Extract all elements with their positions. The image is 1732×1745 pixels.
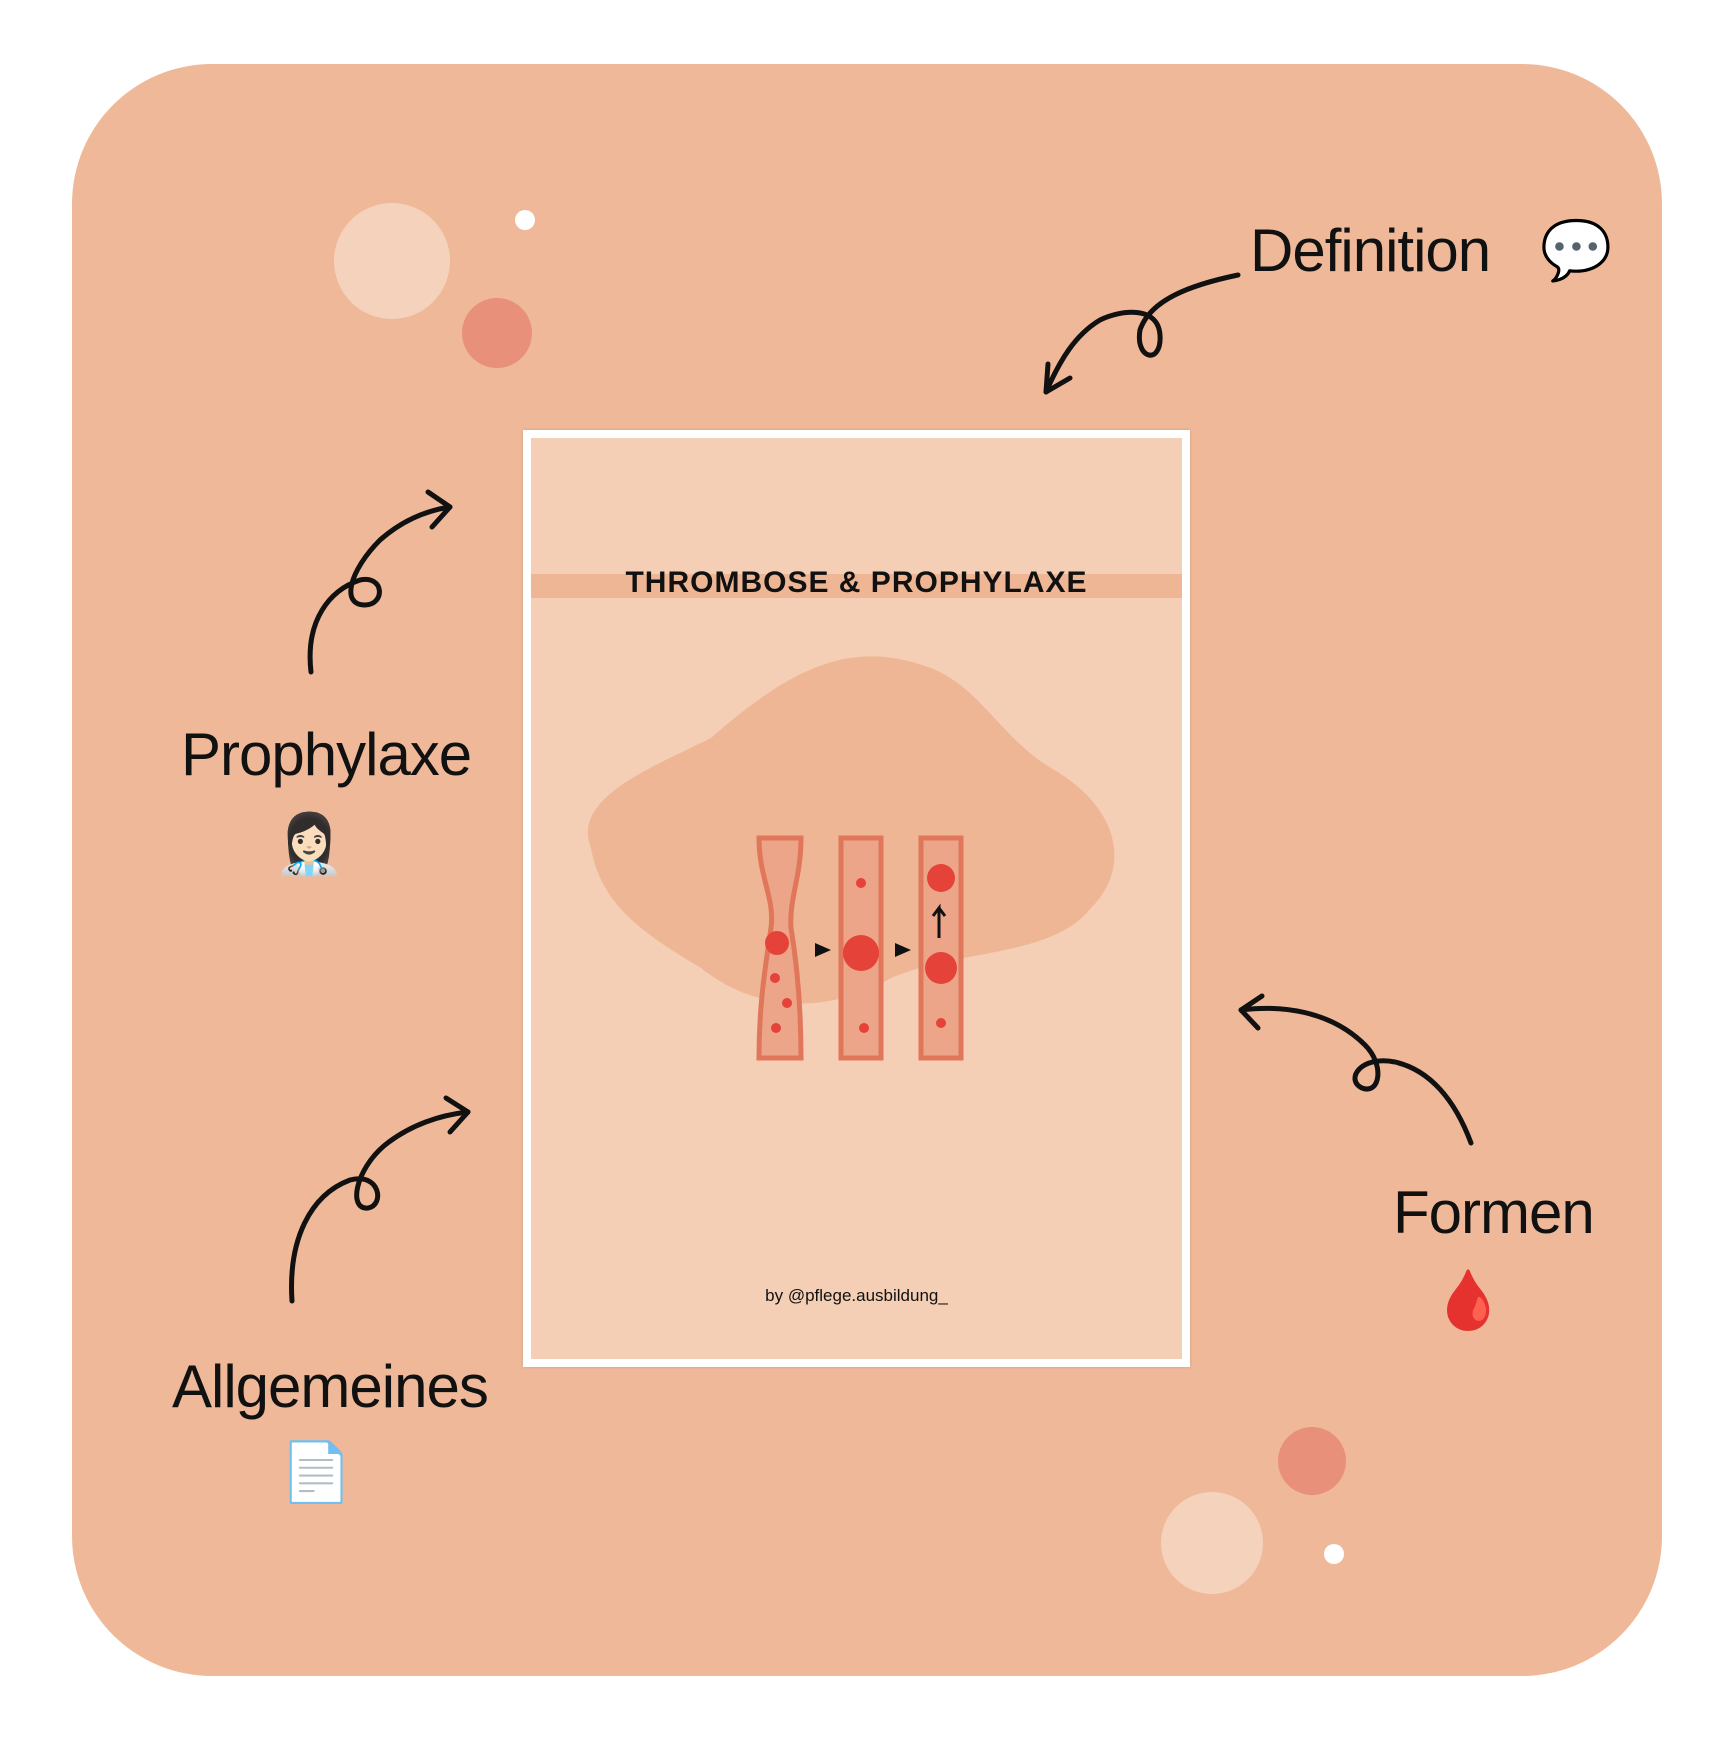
clot xyxy=(927,864,955,892)
title-band xyxy=(531,574,1182,598)
blood-cell xyxy=(770,973,780,983)
health-worker-icon: 👩🏻‍⚕️ xyxy=(273,812,346,877)
arrow-formen-head xyxy=(1238,993,1265,1031)
label-definition: Definition xyxy=(1250,217,1491,284)
arrow-allgemeines-head xyxy=(443,1095,471,1135)
arrow-allgemeines xyxy=(289,1109,471,1304)
decor-circle-salmon xyxy=(1278,1427,1346,1495)
byline: by @pflege.ausbildung_ xyxy=(765,1286,948,1305)
blob xyxy=(587,656,1115,1004)
blood-cell xyxy=(859,1023,869,1033)
decor-circle-salmon xyxy=(462,298,532,368)
arrow-prophylaxe xyxy=(307,504,453,675)
flow-arrow-icon xyxy=(815,943,831,957)
label-formen: Formen xyxy=(1393,1179,1595,1246)
thrombosis-illustration xyxy=(587,656,1115,1061)
document-icon: 📄 xyxy=(280,1440,353,1505)
cover-card: THROMBOSE & PROPHYLAXE by @pflege.ausbil… xyxy=(523,430,1190,1367)
decor-circle-light xyxy=(1161,1492,1263,1594)
label-allgemeines: Allgemeines xyxy=(172,1353,489,1420)
label-prophylaxe: Prophylaxe xyxy=(181,721,472,788)
blood-cell xyxy=(936,1018,946,1028)
decor-circle-light xyxy=(334,203,450,319)
arrow-prophylaxe-head xyxy=(425,489,453,530)
blood-cell xyxy=(856,878,866,888)
up-arrow-icon xyxy=(931,903,947,938)
blood-cell xyxy=(771,1023,781,1033)
blood-drop-icon: 🩸 xyxy=(1432,1268,1505,1333)
clot xyxy=(843,935,879,971)
decor-dot-white xyxy=(515,210,535,230)
speech-bubble-icon: 💬 xyxy=(1540,218,1613,283)
flow-arrow-icon xyxy=(895,943,911,957)
blood-cell xyxy=(782,998,792,1008)
decor-dot-white xyxy=(1324,1544,1344,1564)
arrow-formen xyxy=(1238,1005,1474,1146)
arrow-definition xyxy=(1043,272,1241,395)
clot xyxy=(925,952,957,984)
card-title: THROMBOSE & PROPHYLAXE xyxy=(625,566,1088,599)
arrow-definition-head xyxy=(1043,361,1073,395)
clot xyxy=(765,931,789,955)
